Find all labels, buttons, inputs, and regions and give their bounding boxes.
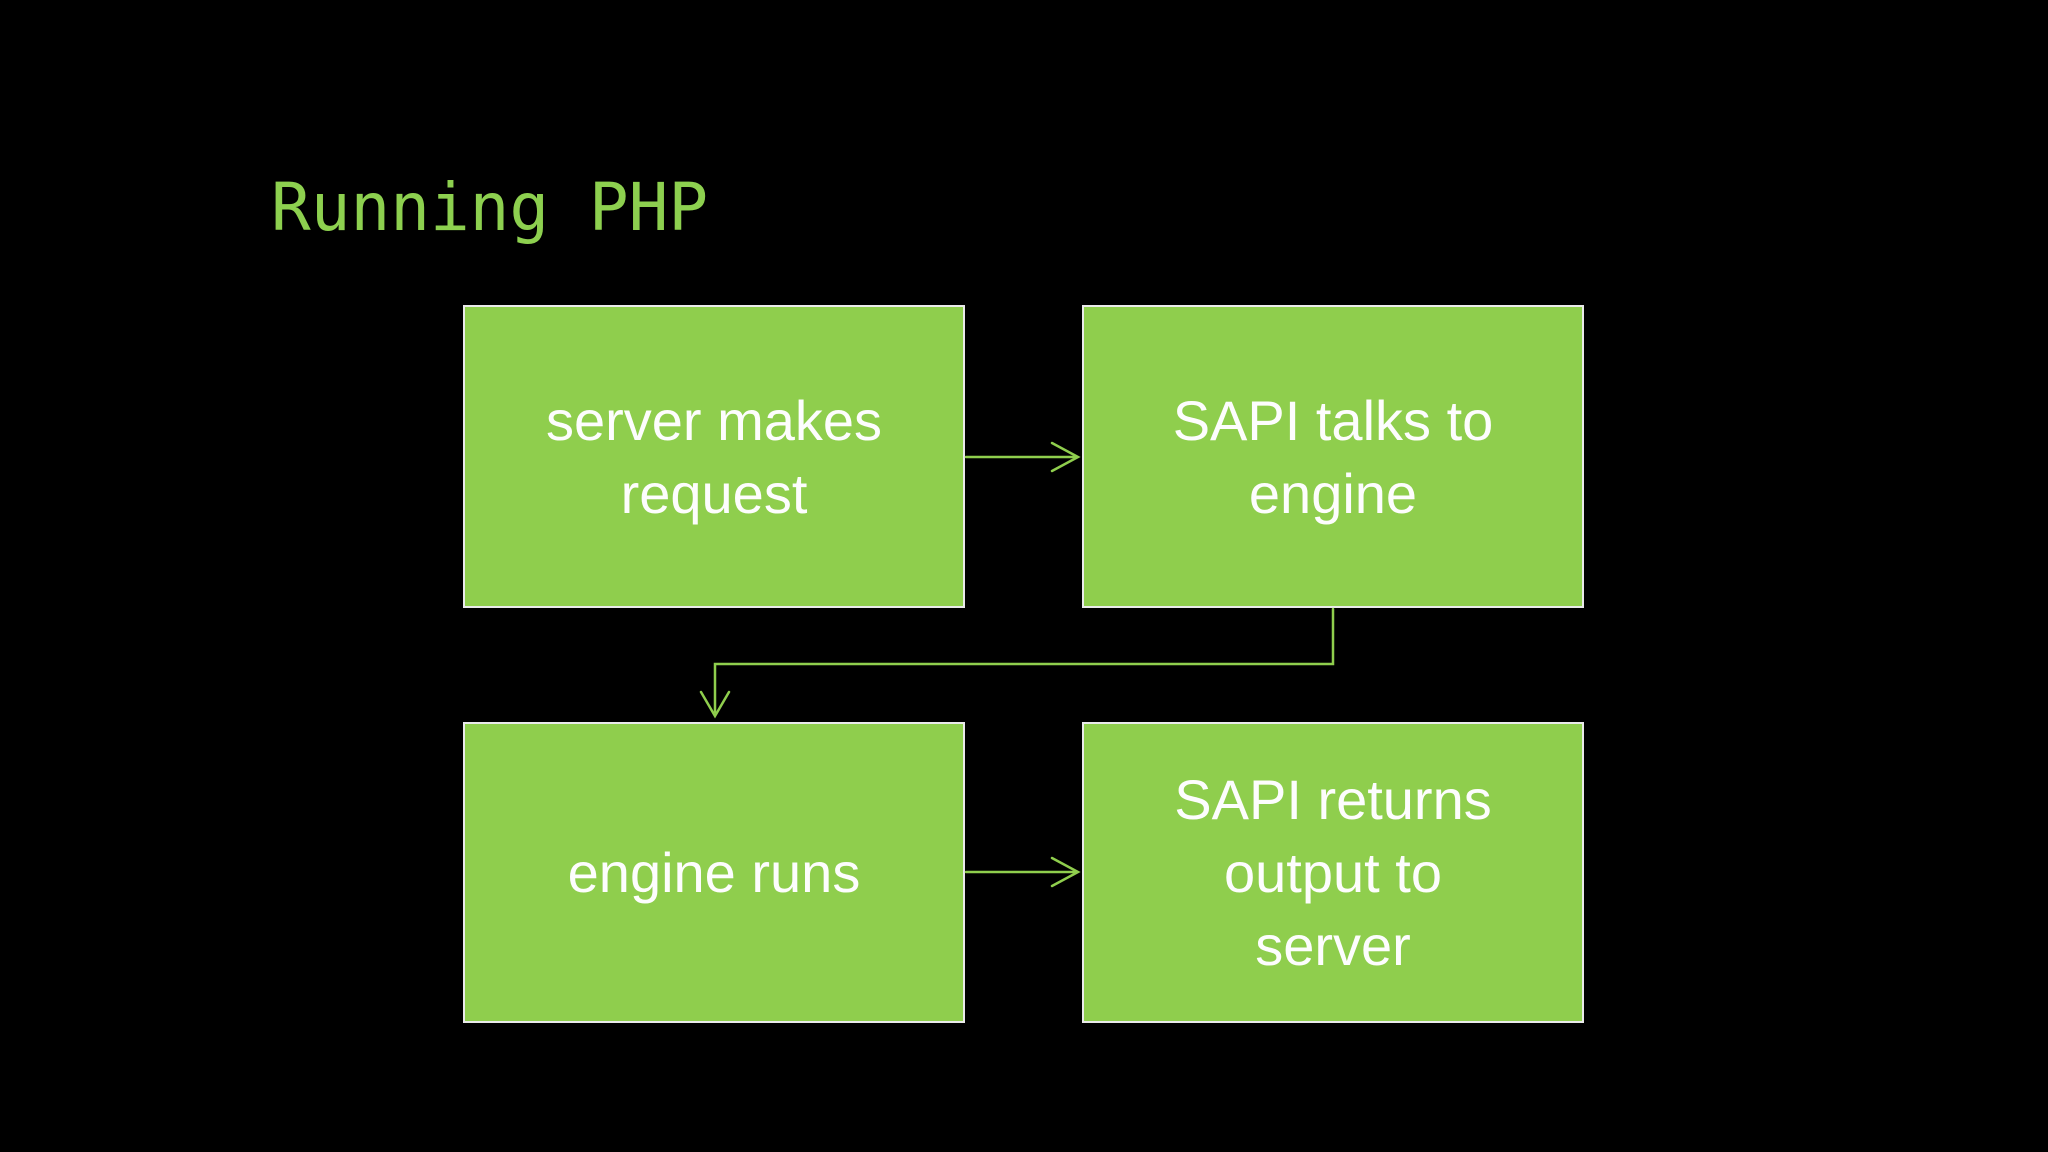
flow-box-sapi-returns-output-to-server: SAPI returns output to server: [1082, 722, 1584, 1023]
arrow-head-right-icon: [1050, 441, 1081, 473]
flow-box-sapi-talks-to-engine: SAPI talks to engine: [1082, 305, 1584, 608]
arrow-head-right-icon: [1050, 856, 1081, 888]
flow-box-server-makes-request: server makes request: [463, 305, 965, 608]
arrow-shaft: [713, 607, 1335, 714]
slide-title: Running PHP: [271, 169, 709, 246]
flow-box-engine-runs: engine runs: [463, 722, 965, 1023]
flow-box-label: engine runs: [567, 841, 861, 904]
arrow-engine-to-sapi-returns: [964, 856, 1081, 888]
arrow-server-to-sapi: [964, 441, 1081, 473]
arrow-head-down-icon: [699, 690, 731, 719]
arrow-sapi-to-engine-elbow: [699, 607, 1335, 719]
flow-box-label: SAPI returns output to server: [1174, 768, 1492, 977]
flow-box-label: SAPI talks to engine: [1172, 388, 1494, 525]
flow-box-label: server makes request: [545, 388, 883, 525]
